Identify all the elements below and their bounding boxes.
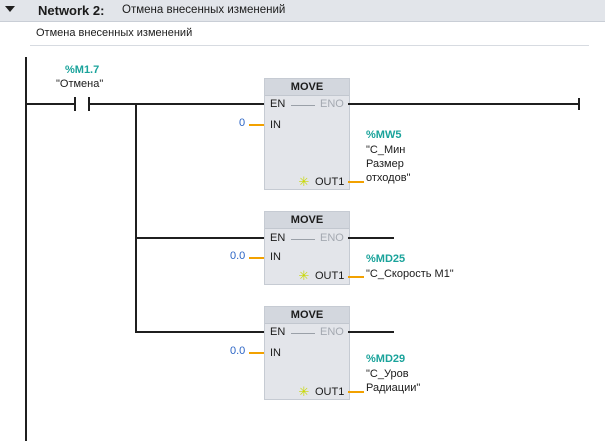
move-block-3-eno-pin[interactable]: ENO (320, 326, 344, 338)
move3-out-symbol-line1[interactable]: "С_Уров (366, 368, 409, 380)
move2-in-value[interactable]: 0.0 (230, 250, 246, 262)
move-block-2-in-pin[interactable]: IN (270, 251, 281, 263)
move-block-3-in-pin[interactable]: IN (270, 347, 281, 359)
move-block-1-eno-line (291, 105, 315, 106)
contact-symbol[interactable]: "Отмена" (56, 78, 104, 90)
move-block-3-out-pin[interactable]: OUT1 (315, 386, 345, 398)
move1-out-symbol-line2[interactable]: Размер (366, 158, 404, 170)
move2-in-wire (249, 257, 264, 259)
branch-wire-to-move2 (135, 237, 265, 239)
move1-out-wire (348, 181, 364, 183)
contact-address[interactable]: %M1.7 (65, 64, 100, 76)
move1-in-value[interactable]: 0 (239, 117, 246, 129)
move1-in-wire (249, 124, 264, 126)
move3-out-symbol-line2[interactable]: Радиации" (366, 382, 421, 394)
network-label: Network 2: (38, 3, 105, 18)
network-title[interactable]: Отмена внесенных изменений (122, 4, 286, 16)
move-block-1-en-pin[interactable]: EN (270, 98, 286, 110)
move1-out-address[interactable]: %MW5 (366, 129, 402, 141)
network-comment: Отмена внесенных изменений (36, 27, 193, 39)
move-block-1-out-pin[interactable]: OUT1 (315, 176, 345, 188)
network-header[interactable]: Network 2: Отмена внесенных изменений (0, 0, 605, 22)
rung-wire-to-move1 (90, 103, 265, 105)
move-block-2-out-pin[interactable]: OUT1 (315, 270, 345, 282)
move-block-3[interactable]: MOVE EN ENO IN ✳ OUT1 (264, 306, 350, 400)
move1-eno-end-tick (578, 98, 580, 110)
move3-out-address[interactable]: %MD29 (366, 353, 406, 365)
move-block-2-eno-pin[interactable]: ENO (320, 232, 344, 244)
move-block-2-add-output-icon[interactable]: ✳ (298, 268, 310, 283)
move-block-1-eno-pin[interactable]: ENO (320, 98, 344, 110)
move-block-1-add-output-icon[interactable]: ✳ (298, 174, 310, 189)
move-block-1-in-pin[interactable]: IN (270, 119, 281, 131)
move-block-2[interactable]: MOVE EN ENO IN ✳ OUT1 (264, 211, 350, 285)
move1-eno-wire (348, 103, 580, 105)
contact-right-bar[interactable] (88, 97, 90, 111)
network-comment-box[interactable]: Отмена внесенных изменений (30, 23, 589, 46)
move-block-3-title: MOVE (265, 307, 349, 324)
move3-eno-wire (348, 331, 394, 333)
move-block-2-eno-line (291, 239, 315, 240)
move2-out-symbol-line1[interactable]: "С_Скорость М1" (366, 268, 454, 280)
move3-out-wire (348, 391, 364, 393)
left-power-rail (25, 57, 27, 441)
move-block-3-en-pin[interactable]: EN (270, 326, 286, 338)
branch-wire-to-move3 (135, 331, 265, 333)
contact-left-bar[interactable] (74, 97, 76, 111)
move-block-3-add-output-icon[interactable]: ✳ (298, 384, 310, 399)
move1-out-symbol-line3[interactable]: отходов" (366, 172, 411, 184)
move-block-1-title: MOVE (265, 79, 349, 96)
move-block-2-title: MOVE (265, 212, 349, 229)
move-block-2-en-pin[interactable]: EN (270, 232, 286, 244)
branch-vertical-wire (135, 103, 137, 332)
rung-wire-to-contact (27, 103, 74, 105)
move2-eno-wire (348, 237, 394, 239)
move-block-1[interactable]: MOVE EN ENO IN ✳ OUT1 (264, 78, 350, 190)
move1-out-symbol-line1[interactable]: "С_Мин (366, 144, 406, 156)
move2-out-wire (348, 276, 364, 278)
move3-in-value[interactable]: 0.0 (230, 345, 246, 357)
move3-in-wire (249, 352, 264, 354)
collapse-triangle-icon[interactable] (5, 6, 15, 12)
move-block-3-eno-line (291, 333, 315, 334)
move2-out-address[interactable]: %MD25 (366, 253, 406, 265)
